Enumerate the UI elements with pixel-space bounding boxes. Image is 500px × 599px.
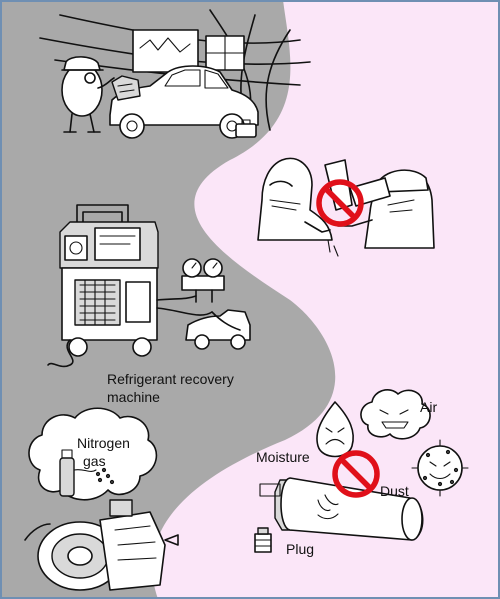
pink-panel	[152, 0, 500, 599]
recovery-machine-scene	[47, 204, 251, 368]
dust-ball-icon	[411, 439, 469, 497]
air-cloud-icon	[360, 389, 431, 440]
nitrogen-label-line2: gas	[83, 453, 106, 469]
nitrogen-label-line1: Nitrogen	[77, 435, 130, 451]
plug-label: Plug	[286, 541, 314, 557]
recovery-label-line2: machine	[107, 389, 160, 405]
people-argument-scene	[257, 157, 435, 257]
moisture-label: Moisture	[256, 449, 310, 465]
contaminants-scene	[254, 389, 469, 553]
mechanic-car-scene	[39, 9, 311, 139]
dust-label: Dust	[380, 483, 409, 499]
recovery-label-line1: Refrigerant recovery	[107, 371, 234, 387]
prohibition-icon	[316, 179, 364, 227]
air-label: Air	[420, 399, 437, 415]
prohibition-icon	[332, 450, 380, 498]
nitrogen-compressor-scene	[24, 407, 179, 591]
moisture-droplet-icon	[316, 401, 354, 458]
